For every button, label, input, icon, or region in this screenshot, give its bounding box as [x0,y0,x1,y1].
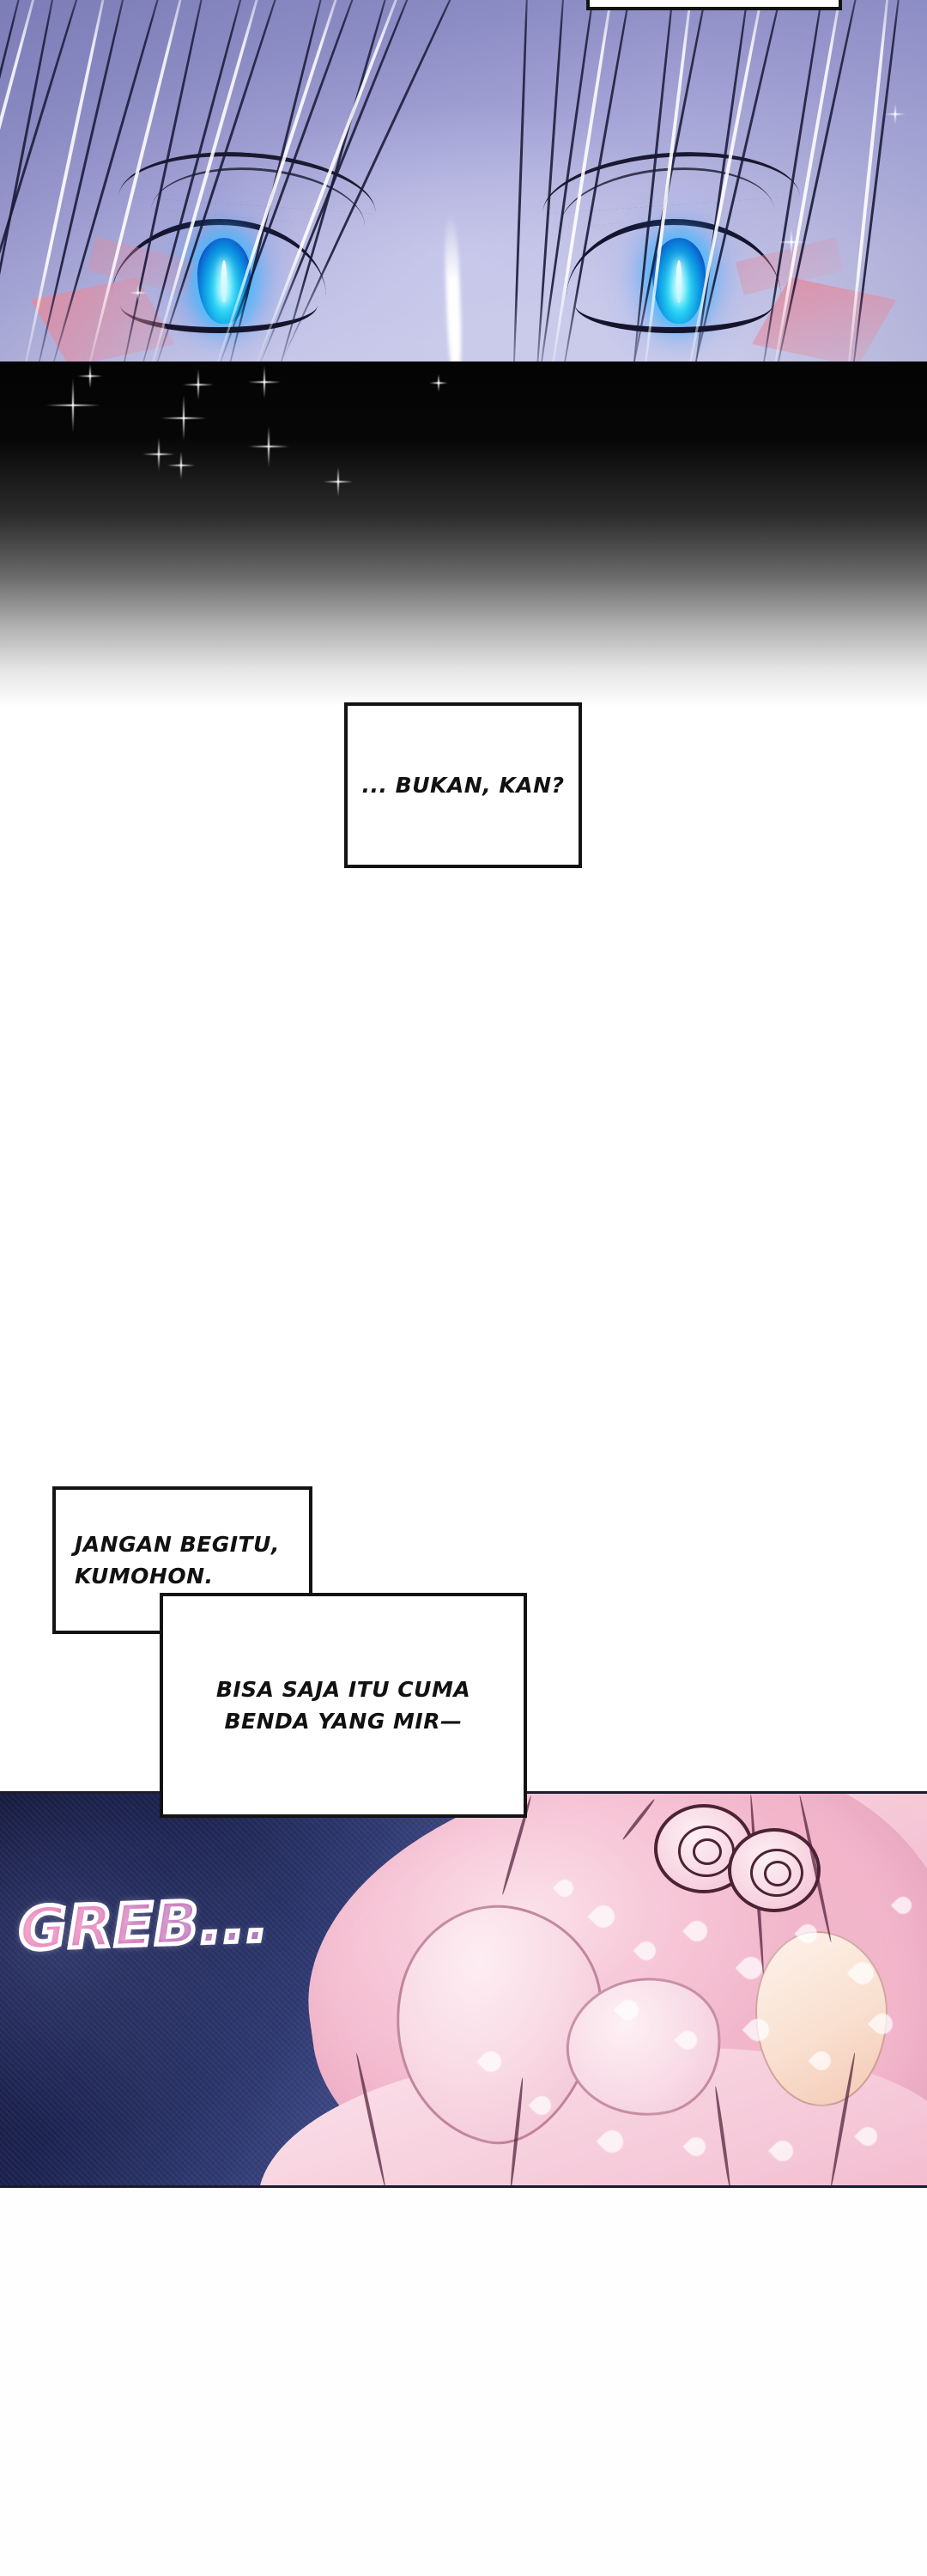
panel-pink-embrace: GREB... [0,1791,927,2188]
page-footer-whitespace [0,2189,927,2576]
sparkle-icon [429,374,448,392]
sparkle-icon [182,368,215,401]
sparkle-icon [247,365,282,399]
sparkle-icon [142,437,176,471]
sparkle-icon [160,394,208,442]
pupil-right [676,260,682,303]
clipped-speech-box-top [586,0,842,10]
speech-balloon-bisa-saja-text: BISA SAJA ITU CUMA BENDA YANG MIR— [215,1676,471,1735]
pupil-left [221,260,227,303]
panel-dark-gradient [0,361,927,705]
eyelid-lower-right [575,305,772,333]
speech-balloon-bukan-kan-text: ... BUKAN, KAN? [361,772,565,798]
speech-balloon-bukan-kan: ... BUKAN, KAN? [344,702,582,868]
speech-balloon-jangan-begitu-text: JANGAN BEGITU, KUMOHON. [75,1531,280,1589]
rose-icon [728,1828,821,1912]
sparkle-icon [77,363,103,389]
sparkle-icon [167,451,196,480]
panel-close-up-eyes [0,0,927,361]
sparkle-icon [323,466,354,497]
skin-patch-shape [755,1931,888,2106]
sound-effect-greb: GREB... [15,1885,272,1965]
eyelid-upper-right [566,219,781,297]
eyelid-lower-left [120,305,318,333]
sparkle-icon [247,425,290,468]
eyelid-upper-left [112,219,326,297]
speech-balloon-bisa-saja: BISA SAJA ITU CUMA BENDA YANG MIR— [160,1593,527,1818]
sparkle-icon [45,377,101,434]
